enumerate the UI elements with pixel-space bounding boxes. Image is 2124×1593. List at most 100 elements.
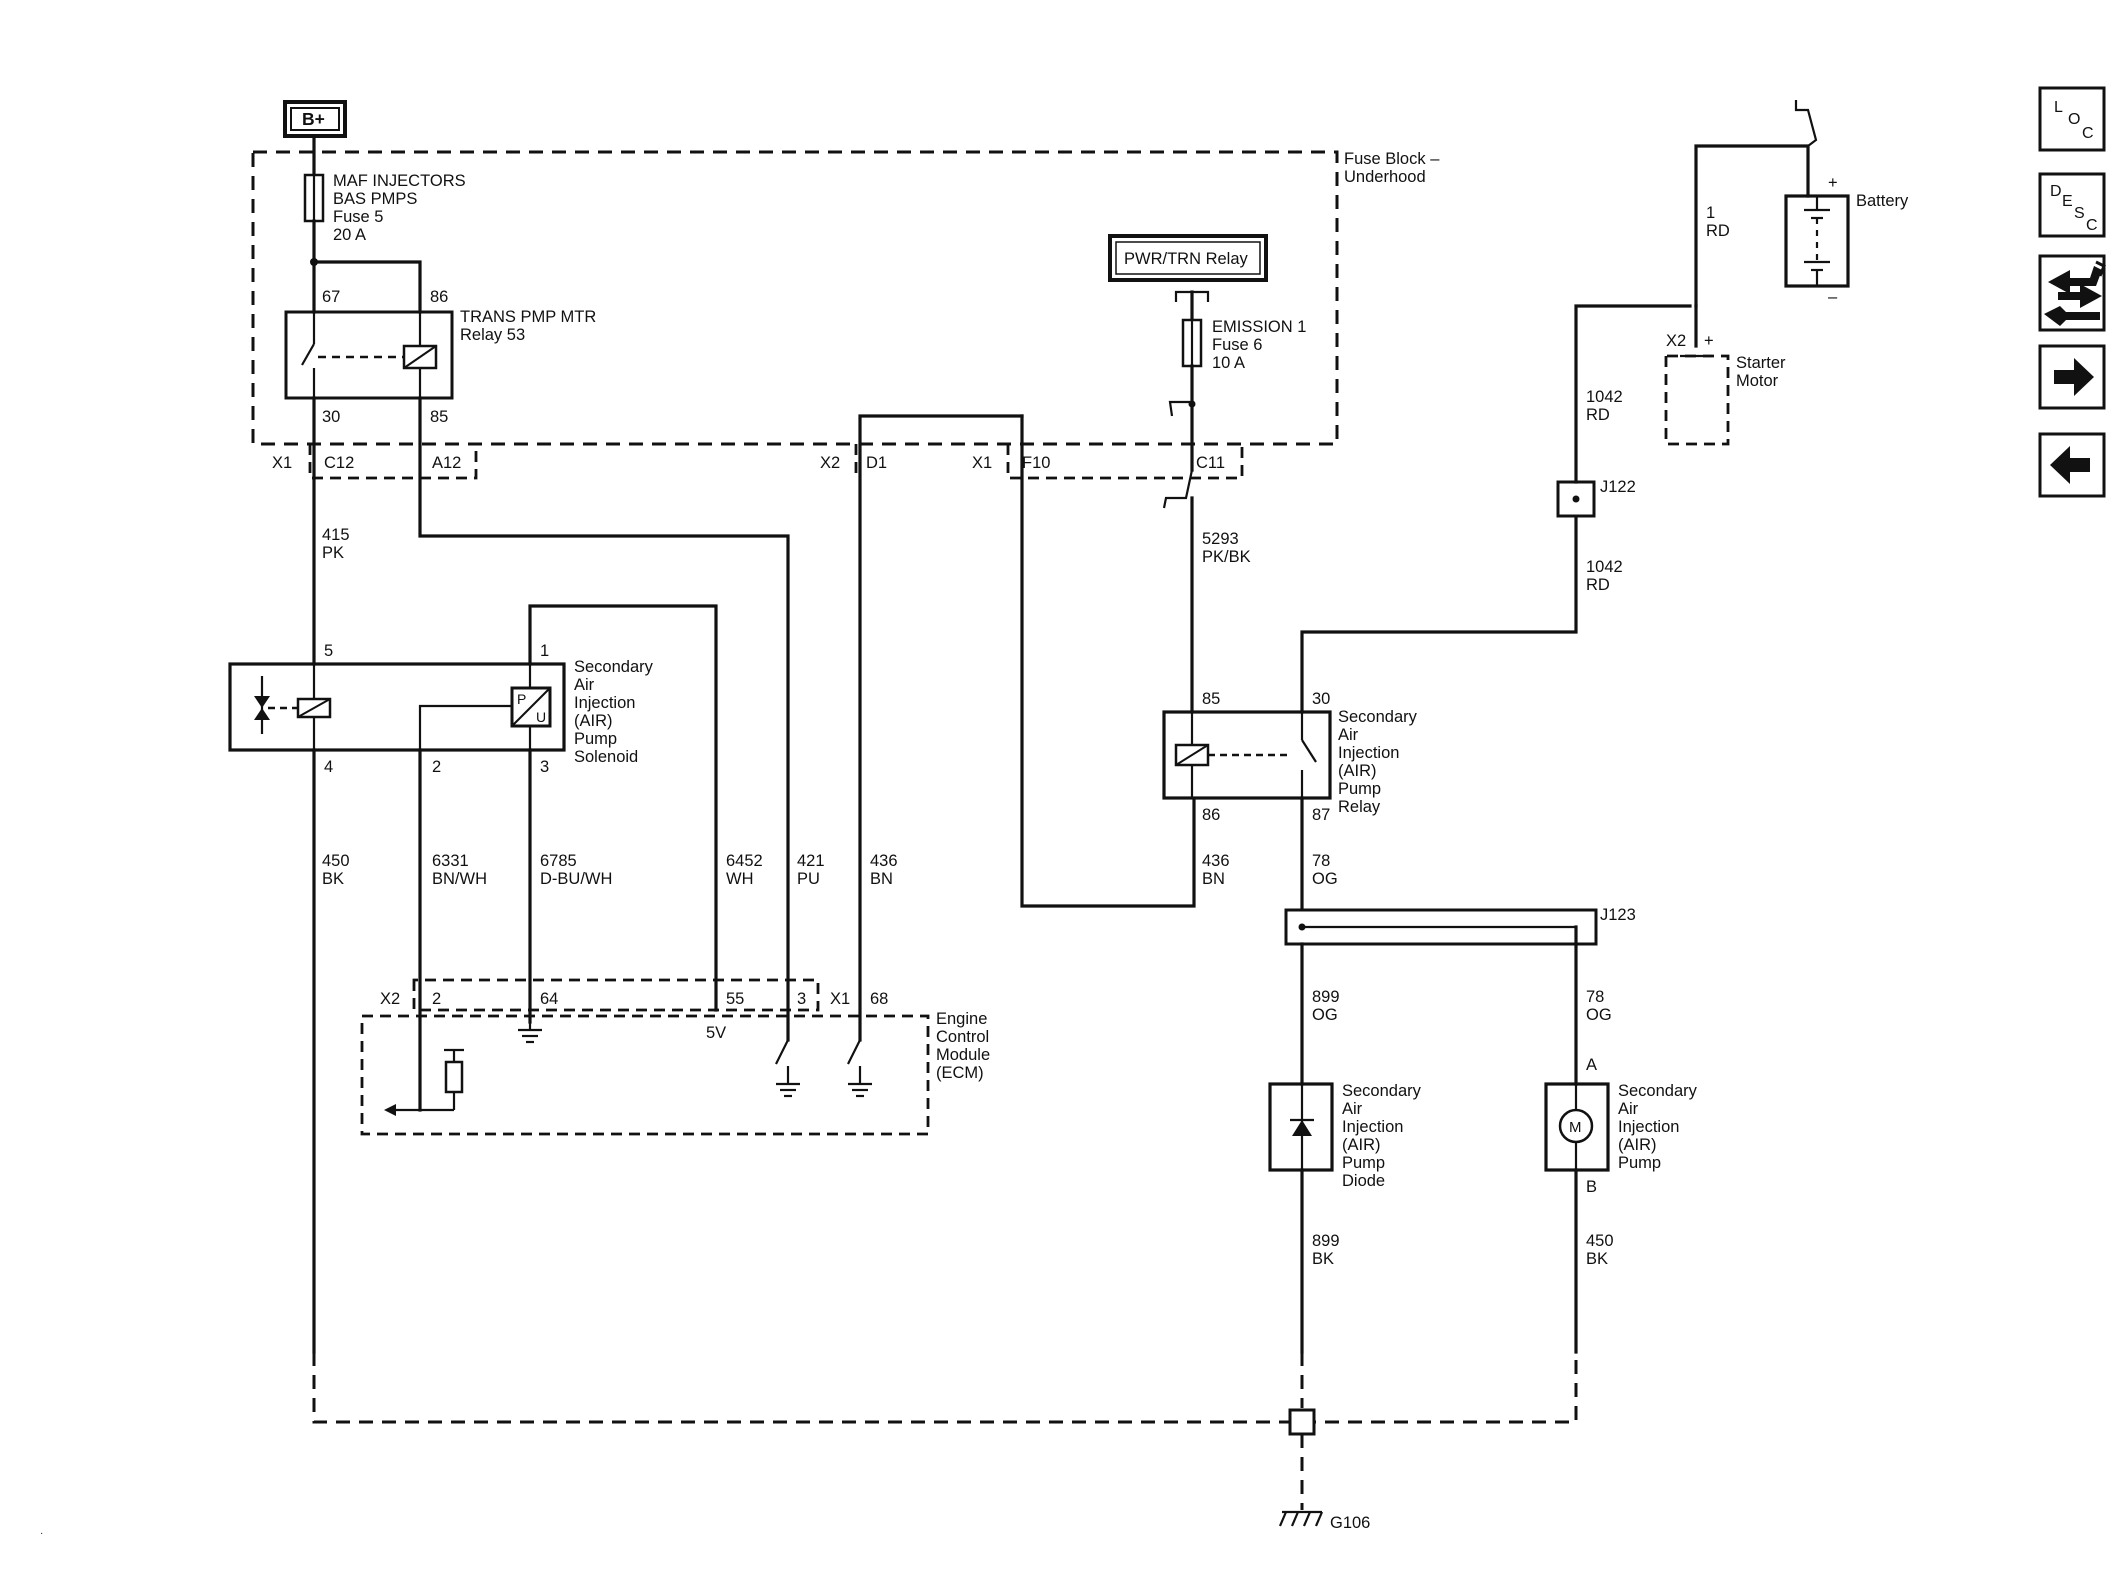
wire-415-number: 415 <box>322 526 350 544</box>
svg-text:S: S <box>2074 205 2085 222</box>
ecm-5v-reference: 5V <box>706 1024 726 1042</box>
svg-text:E: E <box>2062 193 2073 210</box>
diode-label-2: Air <box>1342 1100 1363 1118</box>
solenoid-label-4: (AIR) <box>574 712 613 730</box>
engine-control-module <box>360 978 930 1136</box>
fuse-block-underhood: Fuse Block – Underhood <box>251 150 1440 446</box>
relay53-pin-67: 67 <box>322 288 340 306</box>
secondary-air-injection-pump: M <box>1544 1082 1610 1172</box>
wire-899-bk-number: 899 <box>1312 1232 1340 1250</box>
solenoid-label-3: Injection <box>574 694 635 712</box>
fuse-block-title: Fuse Block – <box>1344 150 1440 168</box>
solenoid-pin-4: 4 <box>324 758 333 776</box>
diode-label-3: Injection <box>1342 1118 1403 1136</box>
wire-6785-number: 6785 <box>540 852 577 870</box>
left-arrow-icon <box>2050 446 2090 484</box>
fuse6-label-3: 10 A <box>1212 354 1245 372</box>
splice-j122-label: J122 <box>1600 478 1636 496</box>
air-relay-pin-30: 30 <box>1312 690 1330 708</box>
wire-436-relay-number: 436 <box>1202 852 1230 870</box>
wire-1042-lower-number: 1042 <box>1586 558 1623 576</box>
fuse6-label-1: EMISSION 1 <box>1212 318 1306 336</box>
wire-6785-color: D-BU/WH <box>540 870 612 888</box>
pump-pin-b: B <box>1586 1178 1597 1196</box>
svg-text:D: D <box>2050 183 2062 200</box>
starter-motor <box>1664 354 1730 446</box>
ecm-pin-2: 2 <box>432 990 441 1008</box>
connector-x1-fuse: X1 <box>972 454 992 472</box>
ecm-connector-x1: X1 <box>830 990 850 1008</box>
fuse5-label-1: MAF INJECTORS <box>333 172 466 190</box>
ecm-pin-64: 64 <box>540 990 558 1008</box>
relay53-label-2: Relay 53 <box>460 326 525 344</box>
wire-6331-number: 6331 <box>432 852 469 870</box>
fuse-5 <box>303 173 325 223</box>
solenoid-pin-3: 3 <box>540 758 549 776</box>
fuse5-label-2: BAS PMPS <box>333 190 417 208</box>
location-button[interactable]: L O C <box>2038 86 2106 152</box>
ecm-label-4: (ECM) <box>936 1064 984 1082</box>
connector-end-view-button[interactable] <box>2038 254 2106 332</box>
fuse-6 <box>1181 318 1203 368</box>
pin-f10: F10 <box>1022 454 1050 472</box>
svg-text:C: C <box>2086 217 2098 234</box>
air-relay-label-2: Air <box>1338 726 1359 744</box>
wire-6452-number: 6452 <box>726 852 763 870</box>
battery <box>1784 194 1850 288</box>
battery-negative-terminal: – <box>1828 288 1838 306</box>
pump-label-5: Pump <box>1618 1154 1661 1172</box>
splice-j122 <box>1556 480 1596 518</box>
splice-j123 <box>1284 908 1598 946</box>
diode-label-4: (AIR) <box>1342 1136 1381 1154</box>
wire-899-og-color: OG <box>1312 1006 1338 1024</box>
wire-1-color: RD <box>1706 222 1730 240</box>
pump-label-1: Secondary <box>1618 1082 1698 1100</box>
fuse5-label-3: Fuse 5 <box>333 208 383 226</box>
trans-pmp-mtr-relay-53 <box>284 310 454 400</box>
svg-text:M: M <box>1569 1119 1582 1136</box>
wire-436-relay-color: BN <box>1202 870 1225 888</box>
air-relay-label-6: Relay <box>1338 798 1381 816</box>
secondary-air-injection-pump-solenoid: P U <box>228 662 566 752</box>
stray-mark: · <box>40 1528 43 1539</box>
fuse5-label-4: 20 A <box>333 226 366 244</box>
ecm-label-3: Module <box>936 1046 990 1064</box>
relay53-pin-86: 86 <box>430 288 448 306</box>
previous-arrow-button[interactable] <box>2038 432 2106 498</box>
wire-899-og-number: 899 <box>1312 988 1340 1006</box>
wire-450-solenoid-number: 450 <box>322 852 350 870</box>
relay53-pin-30: 30 <box>322 408 340 426</box>
ground-g106-label: G106 <box>1330 1514 1370 1532</box>
svg-text:L: L <box>2054 99 2063 116</box>
air-relay-label-5: Pump <box>1338 780 1381 798</box>
battery-positive-label: B+ <box>283 100 347 138</box>
starter-connector-x2: X2 <box>1666 332 1686 350</box>
wire-450-pump-color: BK <box>1586 1250 1608 1268</box>
pin-d1: D1 <box>866 454 887 472</box>
starter-label-1: Starter <box>1736 354 1786 372</box>
wire-415-color: PK <box>322 544 344 562</box>
solenoid-label-2: Air <box>574 676 595 694</box>
right-arrow-icon <box>2054 358 2094 396</box>
wire-436-ecm-color: BN <box>870 870 893 888</box>
svg-text:U: U <box>536 709 546 725</box>
next-arrow-button[interactable] <box>2038 344 2106 410</box>
solenoid-pin-2: 2 <box>432 758 441 776</box>
pump-label-2: Air <box>1618 1100 1639 1118</box>
air-relay-pin-85: 85 <box>1202 690 1220 708</box>
svg-text:O: O <box>2068 111 2080 128</box>
ground-splice <box>1288 1408 1316 1436</box>
wire-450-pump-number: 450 <box>1586 1232 1614 1250</box>
ecm-label-2: Control <box>936 1028 989 1046</box>
wire-1042-lower-color: RD <box>1586 576 1610 594</box>
wire-6452-color: WH <box>726 870 754 888</box>
wire-5293-number: 5293 <box>1202 530 1239 548</box>
fuse6-label-2: Fuse 6 <box>1212 336 1262 354</box>
description-button[interactable]: D E S C <box>2038 172 2106 238</box>
splice-j123-label: J123 <box>1600 906 1636 924</box>
secondary-air-injection-pump-diode <box>1268 1082 1334 1172</box>
diode-label-1: Secondary <box>1342 1082 1422 1100</box>
wire-899-bk-color: BK <box>1312 1250 1334 1268</box>
air-relay-label-3: Injection <box>1338 744 1399 762</box>
